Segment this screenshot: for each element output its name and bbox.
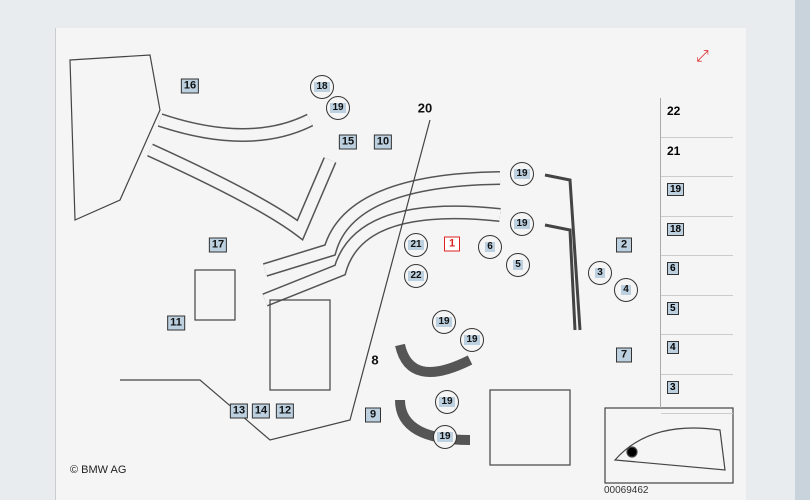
legend-item[interactable]: 18	[661, 217, 733, 256]
bracket-12	[269, 299, 331, 391]
engine-block	[69, 54, 161, 221]
valve-11	[194, 269, 236, 321]
callout-3[interactable]: 3	[588, 261, 612, 285]
callout-1-selected[interactable]: 1	[444, 236, 460, 252]
pipe-2	[544, 173, 582, 331]
callout-19[interactable]: 19	[435, 390, 459, 414]
diagram-code: 00069462	[604, 485, 649, 496]
legend-item[interactable]: 6	[661, 256, 733, 296]
legend-item[interactable]: 4	[661, 335, 733, 375]
callout-7[interactable]: 7	[616, 347, 632, 363]
callout-2[interactable]: 2	[616, 237, 632, 253]
expand-icon[interactable]: ⤢	[696, 48, 709, 65]
callout-19[interactable]: 19	[432, 310, 456, 334]
callout-8[interactable]: 8	[371, 352, 379, 368]
legend-item[interactable]: 19	[661, 177, 733, 217]
callout-15[interactable]: 15	[338, 134, 358, 150]
car-locator-frame	[604, 407, 734, 484]
callout-19[interactable]: 19	[460, 328, 484, 352]
callout-17[interactable]: 17	[208, 237, 228, 253]
callout-9[interactable]: 9	[365, 407, 381, 423]
callout-19[interactable]: 19	[326, 96, 350, 120]
callout-22[interactable]: 22	[404, 264, 428, 288]
callout-21[interactable]: 21	[404, 233, 428, 257]
callout-10[interactable]: 10	[373, 134, 393, 150]
legend-item[interactable]: 3	[661, 375, 733, 414]
callout-18[interactable]: 18	[310, 75, 334, 99]
car-outline	[613, 427, 726, 471]
legend-item[interactable]: 21	[661, 138, 733, 177]
callout-20[interactable]: 20	[417, 100, 433, 116]
callout-13[interactable]: 13	[229, 403, 249, 419]
callout-19[interactable]: 19	[510, 212, 534, 236]
callout-16[interactable]: 16	[180, 78, 200, 94]
hose-8-9	[395, 343, 473, 445]
callout-12[interactable]: 12	[275, 403, 295, 419]
callout-4[interactable]: 4	[614, 278, 638, 302]
parts-diagram-sheet	[55, 28, 746, 500]
callout-6[interactable]: 6	[478, 235, 502, 259]
heater-core	[489, 389, 571, 466]
callout-11[interactable]: 11	[167, 315, 185, 331]
legend-item[interactable]: 5	[661, 296, 733, 335]
callout-19[interactable]: 19	[510, 162, 534, 186]
locator-dot	[626, 446, 638, 458]
legend-item[interactable]: 22	[661, 98, 733, 138]
small-parts-legend: 22 21 19 18 6 5 4 3	[660, 98, 733, 414]
callout-5[interactable]: 5	[506, 253, 530, 277]
callout-19[interactable]: 19	[433, 425, 457, 449]
line-20	[120, 119, 431, 441]
copyright: © BMW AG	[70, 464, 127, 476]
scrollbar[interactable]	[795, 0, 810, 500]
callout-14[interactable]: 14	[251, 403, 271, 419]
